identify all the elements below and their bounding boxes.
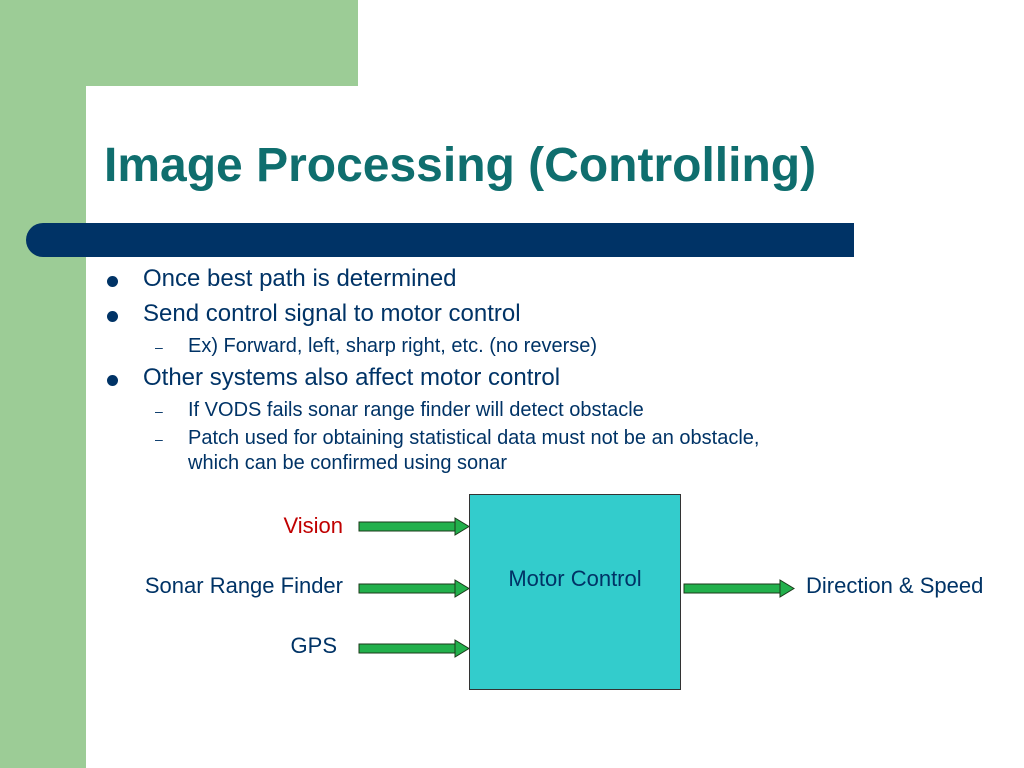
background-accent-top [0,0,358,86]
sub-bullet-dash: – [155,431,163,447]
sub-bullet-dash: – [155,339,163,355]
motor-control-box [469,494,681,690]
bullet-item: Other systems also affect motor control [143,364,561,391]
sub-bullet-item: Patch used for obtaining statistical dat… [188,427,760,449]
arrow-sonar [358,579,470,598]
title-underline-bar [26,223,854,257]
arrow-output [683,579,795,598]
arrow-gps [358,639,470,658]
output-label: Direction & Speed [806,573,984,598]
bullet-item: Once best path is determined [143,265,457,292]
input-label-gps: GPS [290,633,337,658]
sub-bullet-item: Ex) Forward, left, sharp right, etc. (no… [188,335,598,357]
motor-control-label: Motor Control [508,566,642,591]
sub-bullet-dash: – [155,403,163,419]
bullet-dot [107,311,118,322]
bullet-item: Send control signal to motor control [143,300,521,327]
slide-title: Image Processing (Controlling) [104,139,817,192]
input-label-vision: Vision [283,513,343,538]
background-rounded-corner [86,86,226,226]
sub-bullet-continuation: which can be confirmed using sonar [188,452,508,474]
bullet-dot [107,375,118,386]
arrow-vision [358,517,470,536]
bullet-dot [107,276,118,287]
sub-bullet-item: If VODS fails sonar range finder will de… [188,399,644,421]
background-accent-left [0,0,86,768]
input-label-sonar: Sonar Range Finder [144,573,343,598]
